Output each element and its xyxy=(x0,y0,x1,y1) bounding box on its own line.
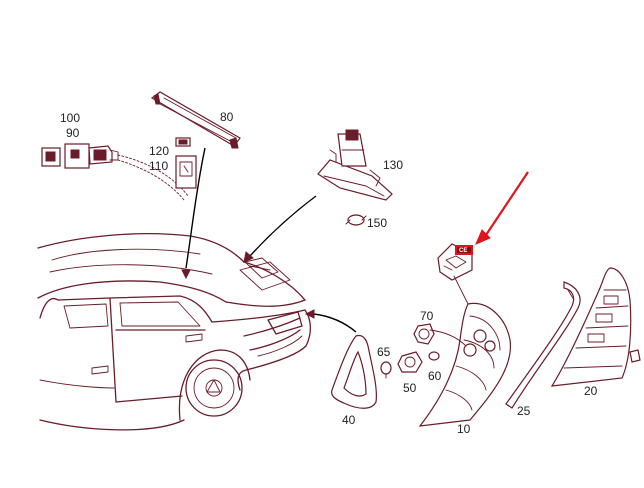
part-labels: 100 90 80 120 110 130 150 70 65 50 60 40… xyxy=(60,110,598,436)
car-body xyxy=(37,233,312,431)
label-65: 65 xyxy=(377,345,391,359)
seal-gasket xyxy=(304,309,377,409)
label-90: 90 xyxy=(66,126,80,140)
light-strip xyxy=(150,91,241,280)
trim-strip xyxy=(505,281,581,409)
label-60: 60 xyxy=(428,369,442,383)
label-150: 150 xyxy=(367,216,387,230)
label-10: 10 xyxy=(457,422,471,436)
socket-and-bulb xyxy=(175,137,197,189)
label-70: 70 xyxy=(420,309,434,323)
small-bulb xyxy=(345,214,367,226)
label-80: 80 xyxy=(220,110,234,124)
label-20: 20 xyxy=(584,384,598,398)
label-110: 110 xyxy=(149,159,168,173)
bulb-holder-parts xyxy=(380,323,467,379)
license-lamp xyxy=(243,129,393,263)
label-100: 100 xyxy=(60,111,80,125)
outer-taillight xyxy=(418,302,511,427)
inner-taillight xyxy=(550,267,641,387)
label-50: 50 xyxy=(403,381,417,395)
highlight-arrow xyxy=(475,171,529,245)
label-40: 40 xyxy=(342,413,356,427)
label-120: 120 xyxy=(149,144,169,158)
label-25: 25 xyxy=(517,404,531,418)
part-badge: CE xyxy=(455,245,473,255)
label-130: 130 xyxy=(383,158,403,172)
connector-assembly xyxy=(41,143,189,201)
badge-text: CE xyxy=(459,248,467,254)
